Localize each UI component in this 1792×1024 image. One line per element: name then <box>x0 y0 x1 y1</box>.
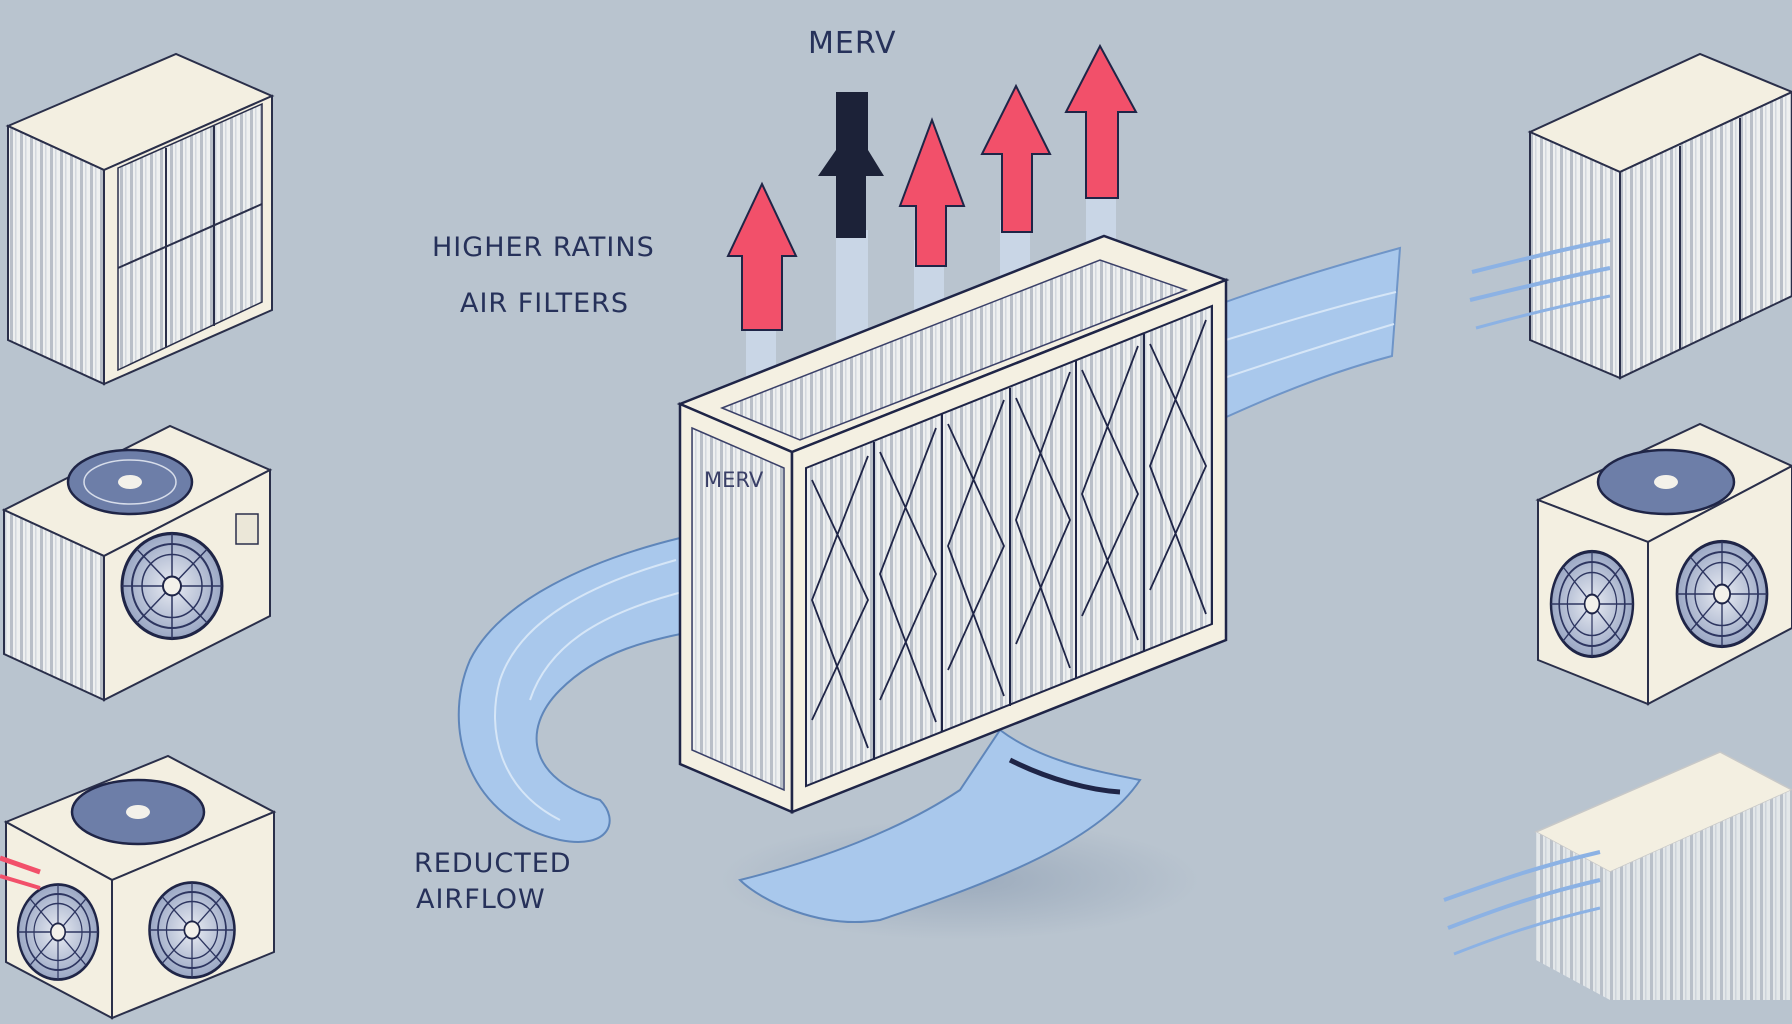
air-filters-label: AIR FILTERS <box>460 288 630 319</box>
ac-condenser-dual-fan-icon <box>0 754 277 1020</box>
ac-condenser-single-fan-icon <box>1 424 273 702</box>
filter-side-merv-label: MERV <box>704 468 764 492</box>
red-up-arrow-icon <box>726 181 798 380</box>
reduced-label: REDUCTED <box>414 848 572 879</box>
hvac-filter-unit-icon <box>5 52 275 386</box>
hvac-filter-unit-icon <box>1469 52 1792 380</box>
airflow-label: AIRFLOW <box>416 884 546 915</box>
ac-condenser-dual-fan-icon <box>1535 422 1792 706</box>
airflow-in-ribbon <box>457 536 702 843</box>
higher-ratings-label: HIGHER RATINS <box>432 232 655 263</box>
airflow-under-ribbon <box>738 728 1142 923</box>
merv-heading: MERV <box>808 26 897 61</box>
pleated-air-filter-icon <box>676 234 1230 814</box>
dark-up-arrow-icon <box>818 92 884 360</box>
air-filter-block-icon <box>1443 751 1792 1000</box>
